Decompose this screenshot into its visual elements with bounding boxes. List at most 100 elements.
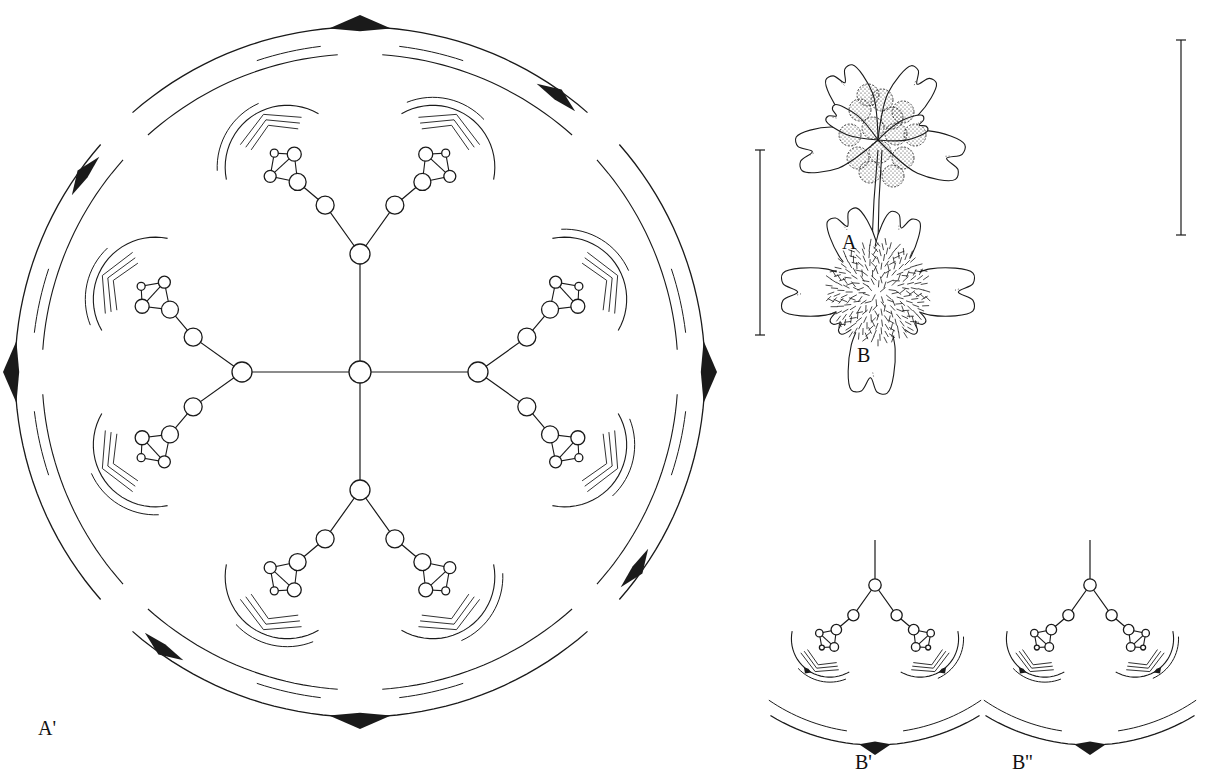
hair-stroke [896,244,901,249]
hair-stroke [835,267,842,269]
flower-circle [468,362,488,382]
flower-circle [542,301,559,318]
hair-stroke [871,336,874,342]
hair-stroke [892,270,897,275]
hair-stroke [902,288,909,289]
hair-stroke [831,306,838,307]
outline-stroke [755,149,765,150]
hair-stroke [897,309,903,312]
hair-stroke [873,305,878,310]
hair-stroke [854,301,861,303]
flower-circle [542,426,559,443]
outline-stroke [15,145,101,600]
flower-circle [575,454,583,462]
outline-stroke [246,597,300,624]
hair-stroke [902,327,906,333]
hair-stroke [863,256,866,262]
flower-circle [444,170,456,182]
bract-keel [329,15,391,31]
bract-keel [537,84,575,111]
hair-stroke [906,271,909,277]
hair-stroke [850,317,857,318]
flower-circle [350,244,370,264]
outline-stroke [597,394,677,584]
hair-stroke [871,318,876,323]
hair-stroke [872,254,877,259]
hair-stroke [847,298,851,304]
hair-stroke [830,270,837,272]
outline-stroke [612,419,634,496]
partial-floral-diagram [769,540,981,755]
outline-stroke [108,258,135,312]
hair-stroke [857,306,860,312]
outline-stroke [561,229,628,270]
hair-stroke [848,262,851,268]
hair-stroke [877,314,879,321]
outline-stroke [461,573,502,640]
hair-stroke [889,327,895,331]
hair-stroke [910,251,913,257]
outline-stroke [91,473,158,514]
flower-circle [135,299,149,313]
hair-stroke [878,339,879,346]
hair-stroke [862,328,863,335]
outline-stroke [382,55,572,135]
hair-stroke [904,295,911,296]
hair-stroke [843,314,847,320]
flower-circle [816,629,823,636]
outline-stroke [875,585,914,630]
hair-stroke [881,309,882,316]
hair-stroke [882,243,884,250]
outline-stroke [113,263,138,310]
flower-circle [184,398,202,416]
flower-circle [137,282,145,290]
hair-stroke [862,243,864,250]
hair-stroke [853,287,859,290]
outline-stroke [1127,651,1161,668]
hair-stroke [911,298,918,300]
outline-stroke [102,430,132,491]
hair-stroke [861,276,865,282]
bract-keel [1019,667,1026,673]
hair-stroke [870,314,871,321]
outline-stroke [108,432,135,486]
hair-stroke [874,330,877,336]
hair-stroke [862,272,868,276]
hair-stroke [880,287,885,292]
hair-stroke [839,321,841,328]
outline-stroke [251,594,298,619]
flower-circle [1034,645,1039,650]
outline-stroke [1019,651,1053,668]
hair-stroke [871,276,876,281]
outline-stroke [671,269,685,333]
hair-stroke [858,262,863,266]
flower-circle [287,147,301,161]
flower-circle [414,173,431,190]
outline-stroke [360,182,422,254]
hair-stroke [868,251,870,258]
hair-stroke [856,318,862,322]
outline-stroke [420,120,474,147]
outline-stroke [1051,585,1090,630]
hair-stroke [921,270,928,272]
outline-stroke [1176,39,1186,40]
floret [882,165,904,187]
hair-stroke [841,295,847,298]
hair-stroke [885,270,891,273]
outline-stroke [759,150,760,335]
outline-stroke [984,700,1062,731]
outline-stroke [985,716,1194,745]
hair-stroke [858,333,860,340]
hair-stroke [856,262,857,269]
outline-stroke [236,624,313,646]
hair-stroke [836,316,840,322]
hair-stroke [913,305,920,307]
hair-stroke [907,306,912,311]
hair-stroke [865,264,868,270]
hair-stroke [851,323,857,327]
hair-stroke [895,303,902,305]
hair-stroke [841,264,847,268]
hair-stroke [891,311,893,318]
outline-stroke [359,372,360,490]
